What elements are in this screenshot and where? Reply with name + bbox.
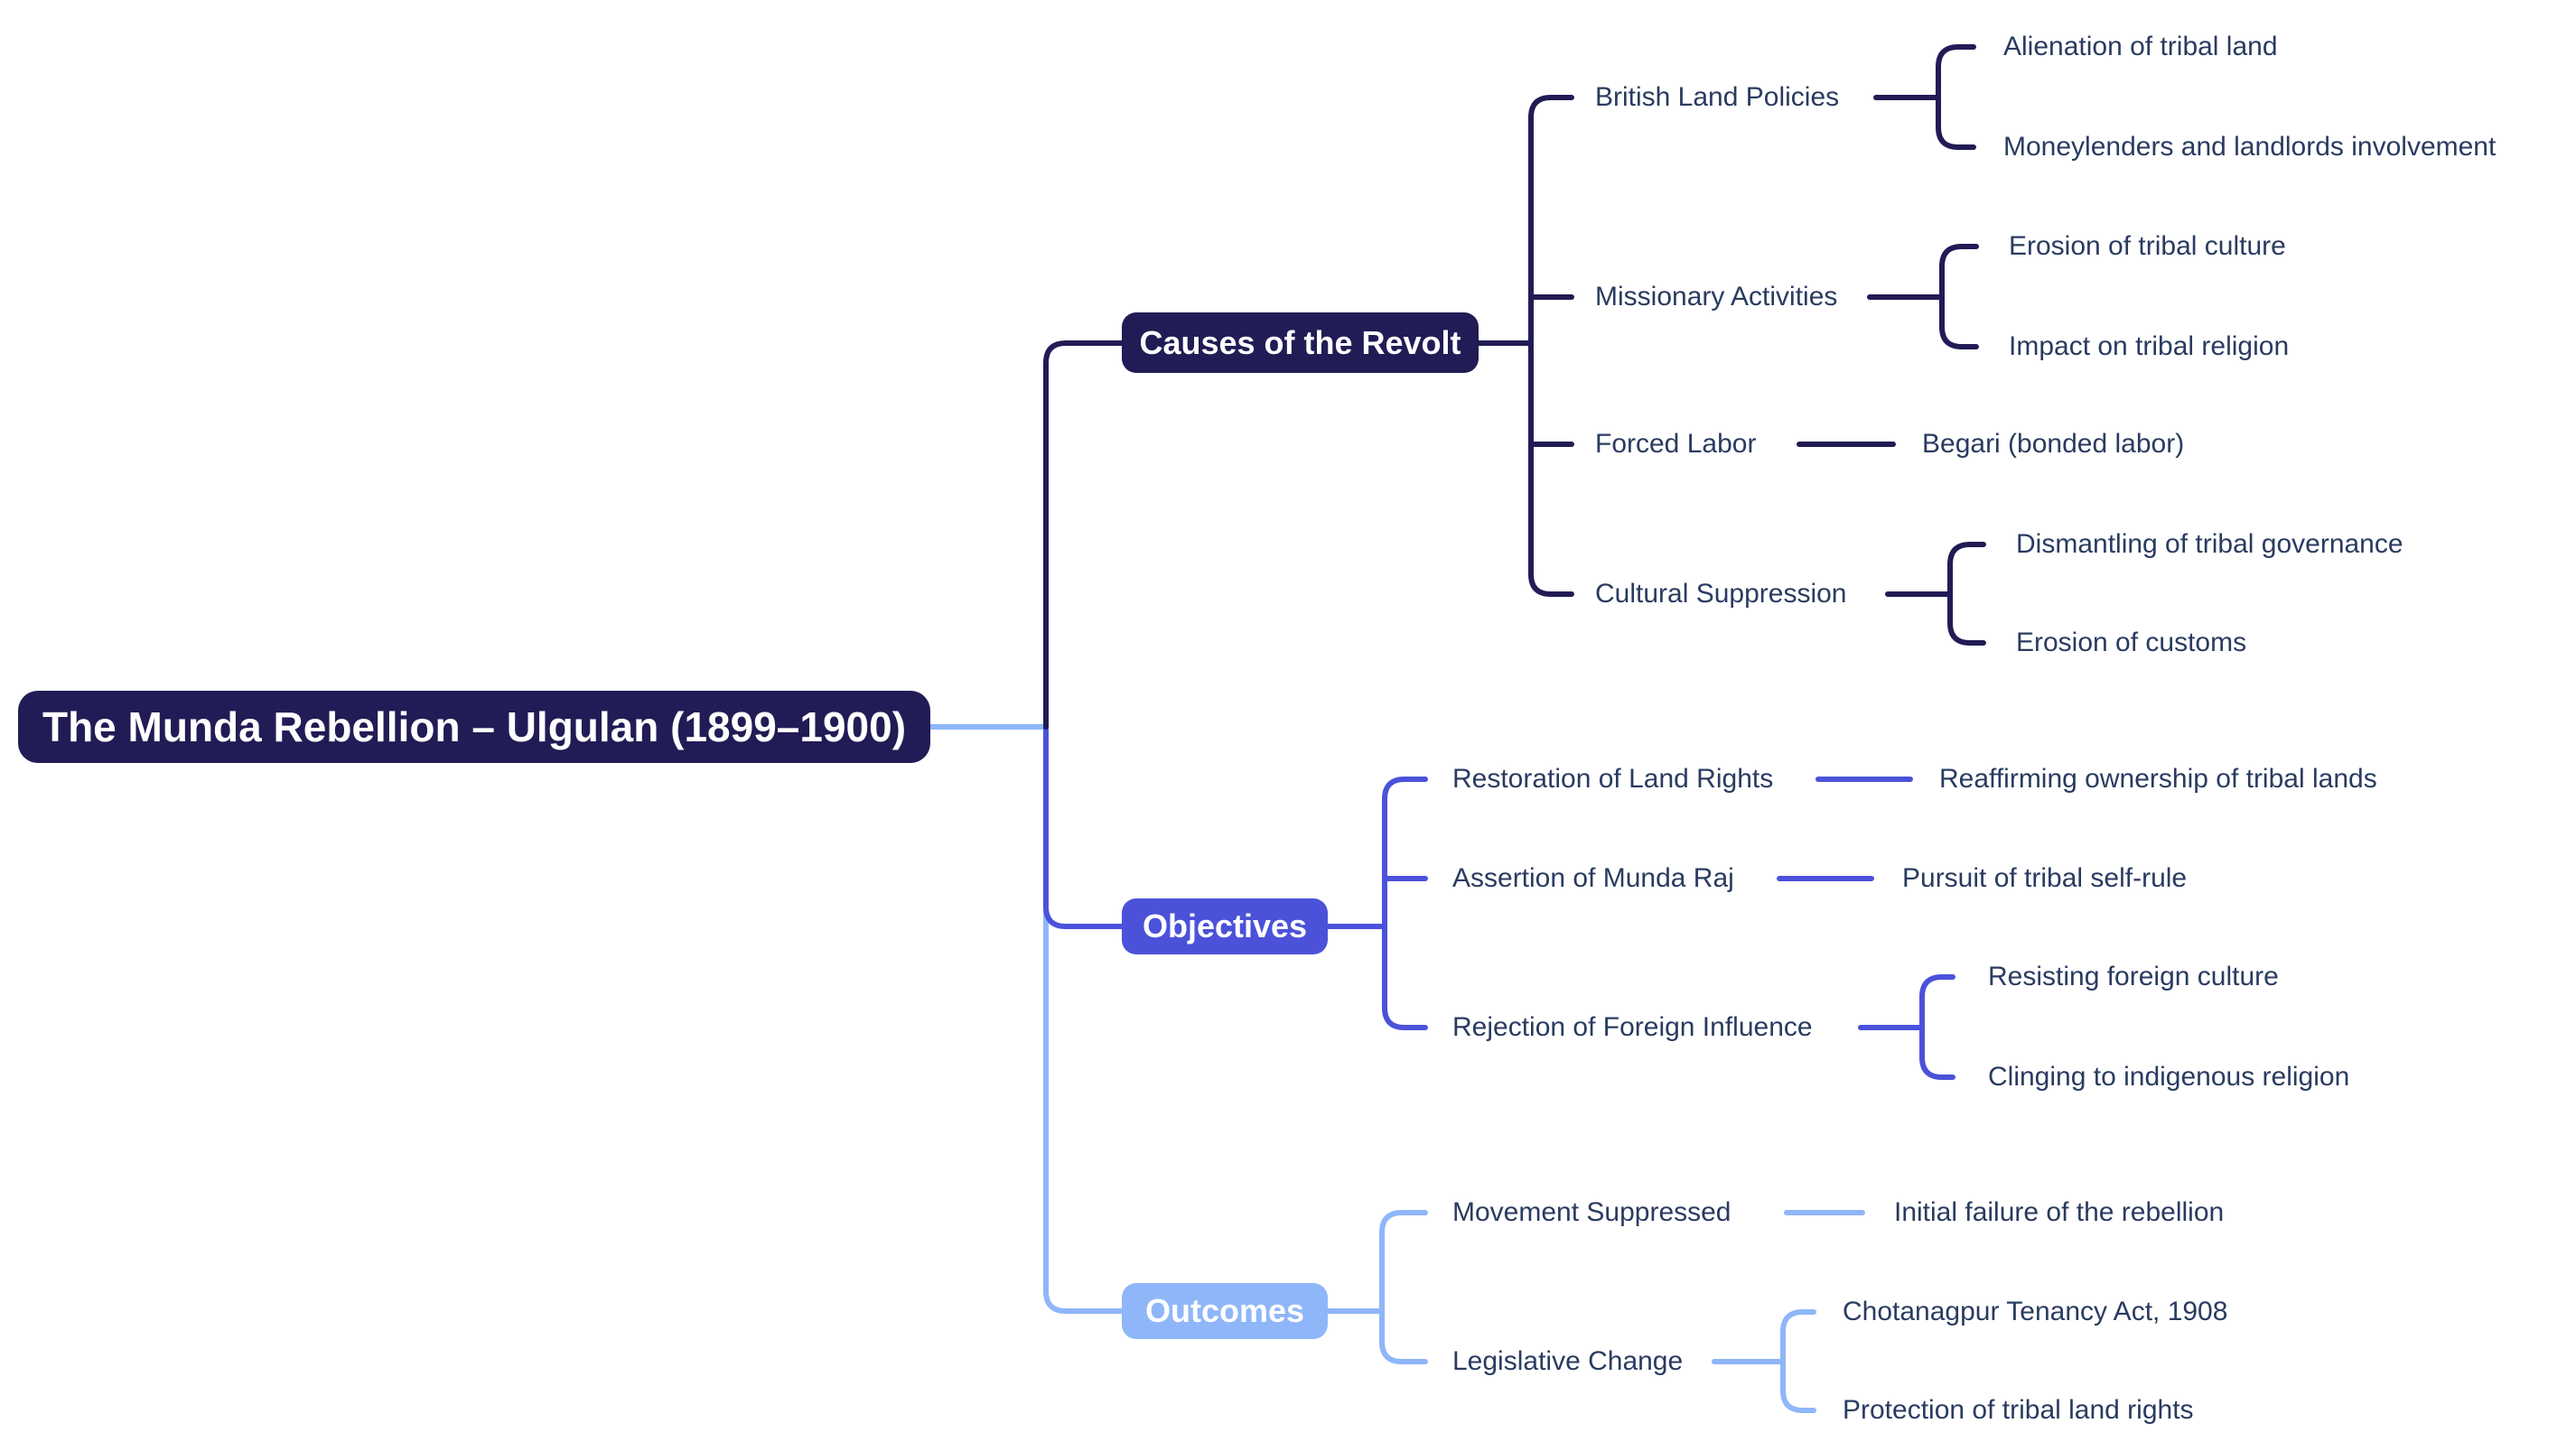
leaf-alienation-of-tribal-land[interactable]: Alienation of tribal land [2003, 32, 2278, 61]
leaf-clinging-indigenous-religion[interactable]: Clinging to indigenous religion [1988, 1062, 2350, 1092]
leaf-impact-on-tribal-religion[interactable]: Impact on tribal religion [2009, 331, 2290, 361]
branch-node-objectives[interactable]: Objectives [1122, 898, 1328, 954]
node-cultural-suppression[interactable]: Cultural Suppression [1595, 579, 1847, 609]
leaf-dismantling-tribal-governance[interactable]: Dismantling of tribal governance [2016, 529, 2403, 559]
outcomes-connectors [928, 724, 1865, 1413]
node-forced-labor[interactable]: Forced Labor [1595, 429, 1757, 459]
leaf-erosion-of-tribal-culture[interactable]: Erosion of tribal culture [2009, 231, 2286, 261]
leaf-chotanagpur-tenancy-act[interactable]: Chotanagpur Tenancy Act, 1908 [1843, 1297, 2228, 1326]
leaf-erosion-of-customs[interactable]: Erosion of customs [2016, 628, 2247, 657]
node-assertion-of-munda-raj[interactable]: Assertion of Munda Raj [1452, 863, 1734, 893]
node-movement-suppressed[interactable]: Movement Suppressed [1452, 1197, 1731, 1227]
objectives-connectors [1043, 724, 1955, 1080]
branch-node-causes[interactable]: Causes of the Revolt [1122, 312, 1479, 373]
leaf-resisting-foreign-culture[interactable]: Resisting foreign culture [1988, 962, 2279, 991]
root-node[interactable]: The Munda Rebellion – Ulgulan (1899–1900… [18, 691, 930, 763]
node-restoration-of-land-rights[interactable]: Restoration of Land Rights [1452, 764, 1774, 794]
causes-connectors [1043, 44, 1986, 730]
leaf-initial-failure-rebellion[interactable]: Initial failure of the rebellion [1894, 1197, 2225, 1227]
leaf-reaffirming-ownership[interactable]: Reaffirming ownership of tribal lands [1939, 764, 2377, 794]
node-rejection-of-foreign-influence[interactable]: Rejection of Foreign Influence [1452, 1012, 1813, 1042]
node-missionary-activities[interactable]: Missionary Activities [1595, 282, 1838, 312]
node-british-land-policies[interactable]: British Land Policies [1595, 82, 1840, 112]
leaf-moneylenders-landlords[interactable]: Moneylenders and landlords involvement [2003, 132, 2497, 162]
leaf-pursuit-of-tribal-self-rule[interactable]: Pursuit of tribal self-rule [1902, 863, 2188, 893]
leaf-protection-tribal-land-rights[interactable]: Protection of tribal land rights [1843, 1395, 2194, 1425]
leaf-begari-bonded-labor[interactable]: Begari (bonded labor) [1922, 429, 2185, 459]
node-legislative-change[interactable]: Legislative Change [1452, 1346, 1684, 1376]
branch-node-outcomes[interactable]: Outcomes [1122, 1283, 1328, 1339]
